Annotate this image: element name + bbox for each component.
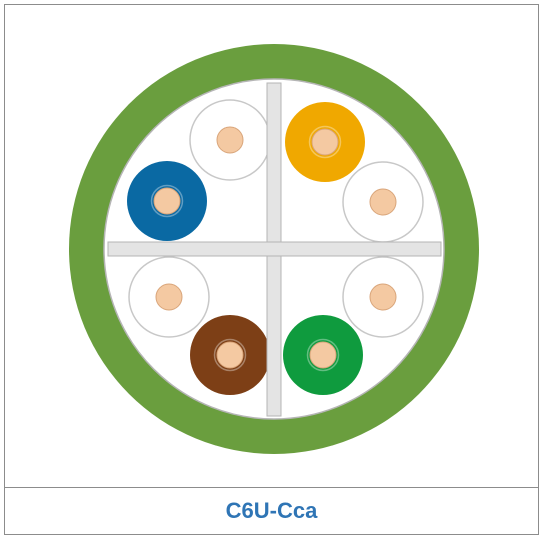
brown-insulation-ring xyxy=(213,338,247,372)
conductor-pairs xyxy=(127,99,424,395)
brown-copper-conductor xyxy=(216,341,244,369)
green-insulation-ring xyxy=(306,338,340,372)
blue-copper-conductor xyxy=(153,187,181,215)
orange-copper-conductor xyxy=(311,128,339,156)
white-brown-stripe-copper-conductor xyxy=(155,283,183,311)
blue-insulation-ring xyxy=(150,184,184,218)
figure-frame: C6U-Cca xyxy=(4,4,539,535)
cable-cross-section-diagram xyxy=(69,44,479,454)
cable-model-caption: C6U-Cca xyxy=(225,498,318,523)
cross-separator-center xyxy=(268,243,280,255)
white-green-stripe-copper-conductor xyxy=(369,283,397,311)
caption-divider xyxy=(5,487,538,488)
green-copper-conductor xyxy=(309,341,337,369)
orange-insulation-ring xyxy=(308,125,342,159)
white-orange-stripe-copper-conductor xyxy=(369,188,397,216)
white-blue-stripe-copper-conductor xyxy=(216,126,244,154)
